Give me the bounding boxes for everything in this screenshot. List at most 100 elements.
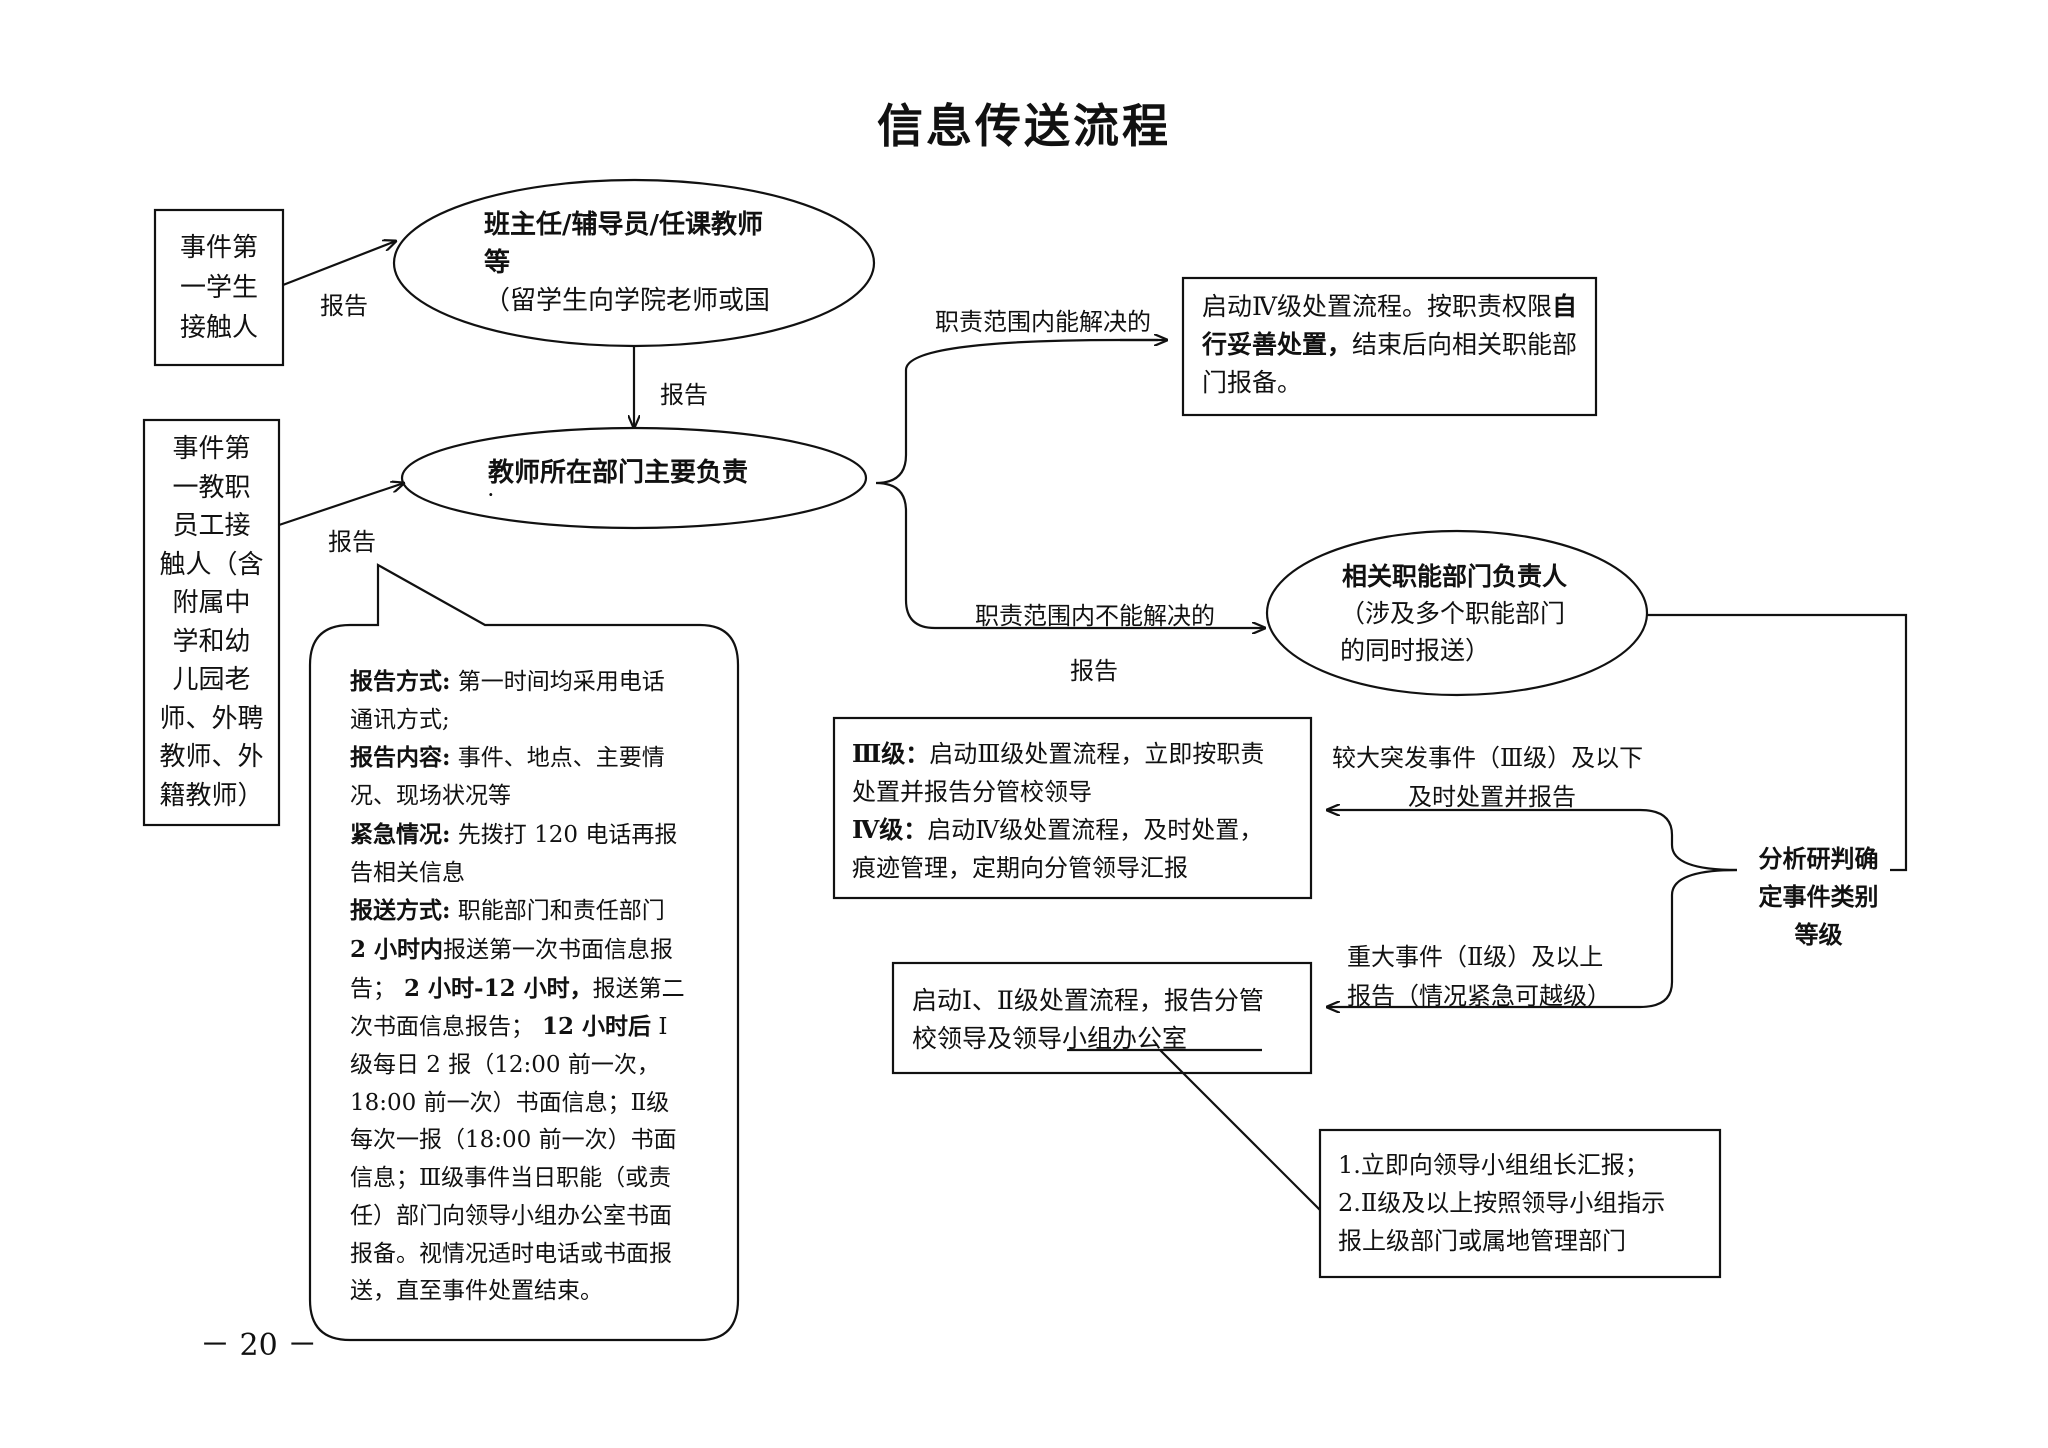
level3-label: Ⅲ级：: [852, 739, 930, 768]
staff-contact-line: 员工接: [172, 511, 251, 541]
callout-span: 任）部门向领导小组办公室书面: [350, 1202, 672, 1229]
brace-analyze-split-lower: [1327, 868, 1738, 1007]
edge-label-beyond-scope: 职责范围内不能解决的: [975, 602, 1215, 630]
callout-row: 紧急情况: 先拨打 120 电话再报: [350, 816, 685, 855]
analyze-line: 等级: [1794, 920, 1843, 949]
page-number: － 20 －: [200, 1328, 318, 1363]
callout-span: 先拨打 120 电话再报: [450, 821, 678, 848]
level4-seg3: 行妥善处置，: [1202, 330, 1353, 359]
callout-span: 18:00 前一次）书面信息；Ⅱ级: [350, 1089, 670, 1116]
level4-text-1: 启动Ⅳ级处置流程，及时处置，: [927, 816, 1264, 844]
teacher-line-3: （留学生向学院老师或国: [484, 286, 771, 316]
callout-row: 报送方式: 职能部门和责任部门: [350, 892, 685, 931]
edge-label-serious-2: 报告（情况紧急可越级）: [1347, 982, 1611, 1010]
callout-text: 报告方式: 第一时间均采用电话 通讯方式; 报告内容: 事件、地点、主要情 况、…: [350, 663, 685, 1311]
brace-analyze-split: [1327, 810, 1738, 872]
edge-label-within-scope: 职责范围内能解决的: [935, 308, 1151, 336]
staff-contact-line: 学和幼: [172, 626, 251, 657]
callout-span: 事件、地点、主要情: [450, 745, 665, 772]
edge-label-report-1: 报告: [320, 292, 368, 320]
func-dept-line-1: 相关职能部门负责人: [1342, 562, 1568, 591]
callout-bubble: [308, 563, 740, 1342]
level12-line-2: 校领导及领导小组办公室: [912, 1020, 1264, 1058]
callout-bold: 12 小时后: [534, 1013, 652, 1041]
callout-span: 况、现场状况等: [350, 783, 511, 810]
dept-head-text: 教师所在部门主要负责 ·: [488, 458, 749, 503]
edge-label-report-4: 报告: [1070, 657, 1118, 685]
staff-contact-line: 师、外聘: [159, 703, 264, 734]
arrow-staff-to-dept: [278, 483, 404, 527]
edge-label-major-2: 及时处置并报告: [1408, 783, 1576, 811]
level4-line-1: 启动Ⅳ级处置流程。按职责权限自: [1202, 288, 1587, 326]
level4-seg5: 门报备。: [1202, 368, 1303, 397]
edge-label-major: 较大突发事件（Ⅲ级）及以下: [1332, 744, 1644, 772]
callout-label: 紧急情况:: [350, 820, 451, 848]
callout-span: Ⅰ: [651, 1014, 668, 1041]
func-dept-text: 相关职能部门负责人 （涉及多个职能部门 的同时报送）: [1340, 558, 1567, 669]
teacher-line-1: 班主任/辅导员/任课教师: [484, 210, 763, 240]
staff-contact-line: 一教职: [172, 472, 251, 503]
callout-label: 报告方式:: [350, 668, 451, 695]
callout-row: 报告方式: 第一时间均采用电话: [350, 663, 685, 702]
callout-label: 报送方式:: [350, 897, 451, 925]
callout-span: 级每日 2 报（12:00 前一次，: [350, 1052, 660, 1079]
func-dept-line-2: （涉及多个职能部门: [1340, 599, 1566, 628]
callout-span: 次书面信息报告；: [350, 1014, 534, 1041]
level4-seg4: 结束后向相关职能部: [1352, 330, 1578, 359]
level34-line-3: Ⅳ级：启动Ⅳ级处置流程，及时处置，: [852, 811, 1264, 849]
staff-contact-box: [142, 418, 281, 827]
edge-label-report-3: 报告: [328, 528, 376, 556]
callout-row: 2 小时内报送第一次书面信息报: [350, 931, 685, 970]
callout-row: 次书面信息报告； 12 小时后 Ⅰ: [350, 1008, 685, 1047]
analyze-text: 分析研判确 定事件类别 等级: [1746, 840, 1891, 954]
callout-span: 信息；Ⅲ级事件当日职能（或责: [350, 1165, 672, 1192]
level4-line-2: 行妥善处置，结束后向相关职能部: [1202, 326, 1587, 364]
level3-text-1: 启动Ⅲ级处置流程，立即按职责: [929, 740, 1265, 768]
staff-contact-line: 触人（含: [159, 549, 264, 580]
staff-contact-line: 教师、外: [159, 742, 264, 772]
level12-line-2a: 校领导及领导: [912, 1024, 1063, 1053]
callout-span: 报送第一次书面信息报: [443, 936, 674, 963]
leader-box: [1318, 1128, 1722, 1279]
student-contact-text: 事件第 一学生 接触人: [155, 228, 283, 348]
edge-label-report-2: 报告: [660, 381, 708, 409]
edge-label-serious: 重大事件（Ⅱ级）及以上: [1347, 943, 1604, 971]
level12-text: 启动Ⅰ、Ⅱ级处置流程，报告分管 校领导及领导小组办公室: [912, 982, 1264, 1058]
brace-dept-split: [875, 338, 1265, 628]
level12-line-1: 启动Ⅰ、Ⅱ级处置流程，报告分管: [912, 986, 1264, 1015]
level4-seg2: 自: [1551, 292, 1577, 321]
callout-span: 每次一报（18:00 前一次）书面: [350, 1127, 677, 1154]
staff-contact-line: 附属中: [172, 588, 251, 618]
level34-box: [832, 716, 1313, 900]
level34-line-1: Ⅲ级：启动Ⅲ级处置流程，立即按职责: [852, 735, 1264, 773]
line-func-to-analyze: [1647, 613, 1908, 872]
arrow-student-to-teacher: [282, 241, 396, 287]
leader-line-1: 1.立即向领导小组组长汇报；: [1338, 1151, 1649, 1179]
line-office-to-leader: [1159, 1049, 1321, 1211]
level4-seg1: 启动Ⅳ级处置流程。按职责权限: [1202, 292, 1552, 321]
staff-contact-line: 籍教师）: [159, 780, 264, 811]
callout-bold: 2 小时-12 小时，: [396, 974, 593, 1002]
analyze-line: 分析研判确: [1758, 844, 1879, 873]
callout-span: 报备。视情况适时电话或书面报: [350, 1240, 672, 1267]
level3-text-2: 处置并报告分管校领导: [852, 778, 1092, 806]
callout-label: 报告内容:: [350, 744, 451, 772]
leader-line-2: 2.Ⅱ级及以上按照领导小组指示: [1338, 1189, 1666, 1217]
callout-row: 报告内容: 事件、地点、主要情: [350, 739, 685, 778]
callout-span: 第一时间均采用电话: [450, 669, 665, 695]
level4-box: [1181, 276, 1598, 417]
callout-span: 告相关信息: [350, 859, 465, 886]
analyze-line: 定事件类别: [1758, 882, 1879, 911]
student-contact-box: [153, 208, 285, 367]
staff-contact-line: 儿园老: [172, 665, 251, 695]
staff-contact-line: 事件第: [172, 434, 251, 464]
func-dept-ellipse: [1265, 529, 1649, 697]
callout-bold: 2 小时内: [350, 935, 444, 963]
page-title: 信息传送流程: [877, 99, 1171, 153]
dept-head-line-1: 教师所在部门主要负责: [488, 458, 749, 488]
callout-row: 告； 2 小时-12 小时，报送第二: [350, 970, 685, 1009]
teacher-ellipse-text: 班主任/辅导员/任课教师 等 （留学生向学院老师或国: [484, 206, 770, 320]
callout-span: 送，直至事件处置结束。: [350, 1278, 603, 1305]
